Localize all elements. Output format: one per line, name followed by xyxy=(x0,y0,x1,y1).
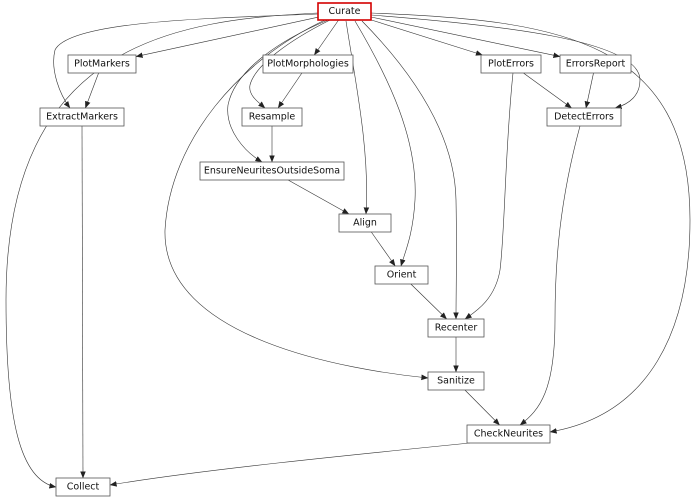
node-box-ensureneurites xyxy=(199,161,345,181)
node-plotmarkers: PlotMarkers xyxy=(67,54,137,74)
node-label-errorsreport: ErrorsReport xyxy=(566,59,626,70)
node-orient: Orient xyxy=(374,265,429,285)
node-sanitize: Sanitize xyxy=(427,371,485,391)
node-box-plotmorphologies xyxy=(262,54,354,74)
edge-curate-to-plotmarkers xyxy=(135,16,319,58)
edge-curate-to-recenter xyxy=(361,20,459,320)
node-extractmarkers: ExtractMarkers xyxy=(39,107,125,127)
node-errorsreport: ErrorsReport xyxy=(559,54,632,74)
node-label-sanitize: Sanitize xyxy=(437,376,475,387)
node-ploterrors: PlotErrors xyxy=(480,54,542,74)
edge-curate-to-checkneurites xyxy=(370,12,691,434)
node-recenter: Recenter xyxy=(427,318,485,338)
node-label-plotmarkers: PlotMarkers xyxy=(74,59,130,70)
edge-curate-to-extractmarkers xyxy=(53,13,319,109)
node-checkneurites: CheckNeurites xyxy=(466,424,551,444)
node-label-orient: Orient xyxy=(387,270,417,281)
node-collect: Collect xyxy=(55,477,111,497)
edge-errorsreport-to-detecterrors xyxy=(584,72,594,109)
node-resample: Resample xyxy=(241,107,303,127)
node-label-resample: Resample xyxy=(249,112,296,123)
node-curate: Curate xyxy=(317,2,372,21)
edge-ensureneurites-to-align xyxy=(287,179,350,215)
node-box-resample xyxy=(241,107,303,127)
edge-checkneurites-to-collect xyxy=(109,442,471,487)
node-box-errorsreport xyxy=(559,54,632,74)
node-label-collect: Collect xyxy=(67,482,100,493)
node-label-recenter: Recenter xyxy=(435,323,478,334)
node-label-detecterrors: DetectErrors xyxy=(554,112,614,123)
node-label-ploterrors: PlotErrors xyxy=(488,59,534,70)
edge-curate-to-align xyxy=(345,20,370,215)
edge-plotmorphologies-to-resample xyxy=(277,72,303,109)
node-box-ploterrors xyxy=(480,54,542,74)
edge-curate-to-sanitize xyxy=(164,19,429,381)
node-box-plotmarkers xyxy=(67,54,137,74)
node-label-checkneurites: CheckNeurites xyxy=(474,429,543,440)
edge-curate-to-plotmorphologies xyxy=(314,19,339,56)
node-ensureneurites: EnsureNeuritesOutsideSoma xyxy=(199,161,345,181)
node-box-collect xyxy=(55,477,111,497)
node-label-ensureneurites: EnsureNeuritesOutsideSoma xyxy=(204,166,340,177)
edge-ploterrors-to-recenter xyxy=(464,72,514,320)
edge-ploterrors-to-detecterrors xyxy=(523,72,572,109)
node-box-detecterrors xyxy=(546,107,622,127)
node-detecterrors: DetectErrors xyxy=(546,107,622,127)
edge-curate-to-resample xyxy=(249,19,331,109)
edge-curate-to-ensureneurites xyxy=(227,19,329,163)
node-box-curate xyxy=(317,2,372,21)
edge-layer xyxy=(5,12,691,489)
edge-curate-to-orient xyxy=(354,20,416,267)
edge-align-to-orient xyxy=(371,231,396,267)
edge-curate-to-errorsreport xyxy=(370,16,561,58)
node-box-extractmarkers xyxy=(39,107,125,127)
node-box-align xyxy=(338,213,392,233)
edge-sanitize-to-checkneurites xyxy=(464,389,500,426)
node-label-curate: Curate xyxy=(329,6,361,17)
edge-detecterrors-to-checkneurites xyxy=(519,125,581,426)
edge-extractmarkers-to-collect xyxy=(80,125,86,479)
edge-curate-to-collect xyxy=(5,12,319,489)
node-box-orient xyxy=(374,265,429,285)
node-align: Align xyxy=(338,213,392,233)
edge-curate-to-ploterrors xyxy=(370,19,483,56)
node-label-plotmorphologies: PlotMorphologies xyxy=(267,59,349,70)
node-plotmorphologies: PlotMorphologies xyxy=(262,54,354,74)
node-box-checkneurites xyxy=(466,424,551,444)
node-label-extractmarkers: ExtractMarkers xyxy=(46,112,118,123)
edge-orient-to-recenter xyxy=(410,283,447,320)
node-label-align: Align xyxy=(353,218,377,229)
node-box-sanitize xyxy=(427,371,485,391)
edge-plotmarkers-to-extractmarkers xyxy=(85,72,99,109)
node-box-recenter xyxy=(427,318,485,338)
